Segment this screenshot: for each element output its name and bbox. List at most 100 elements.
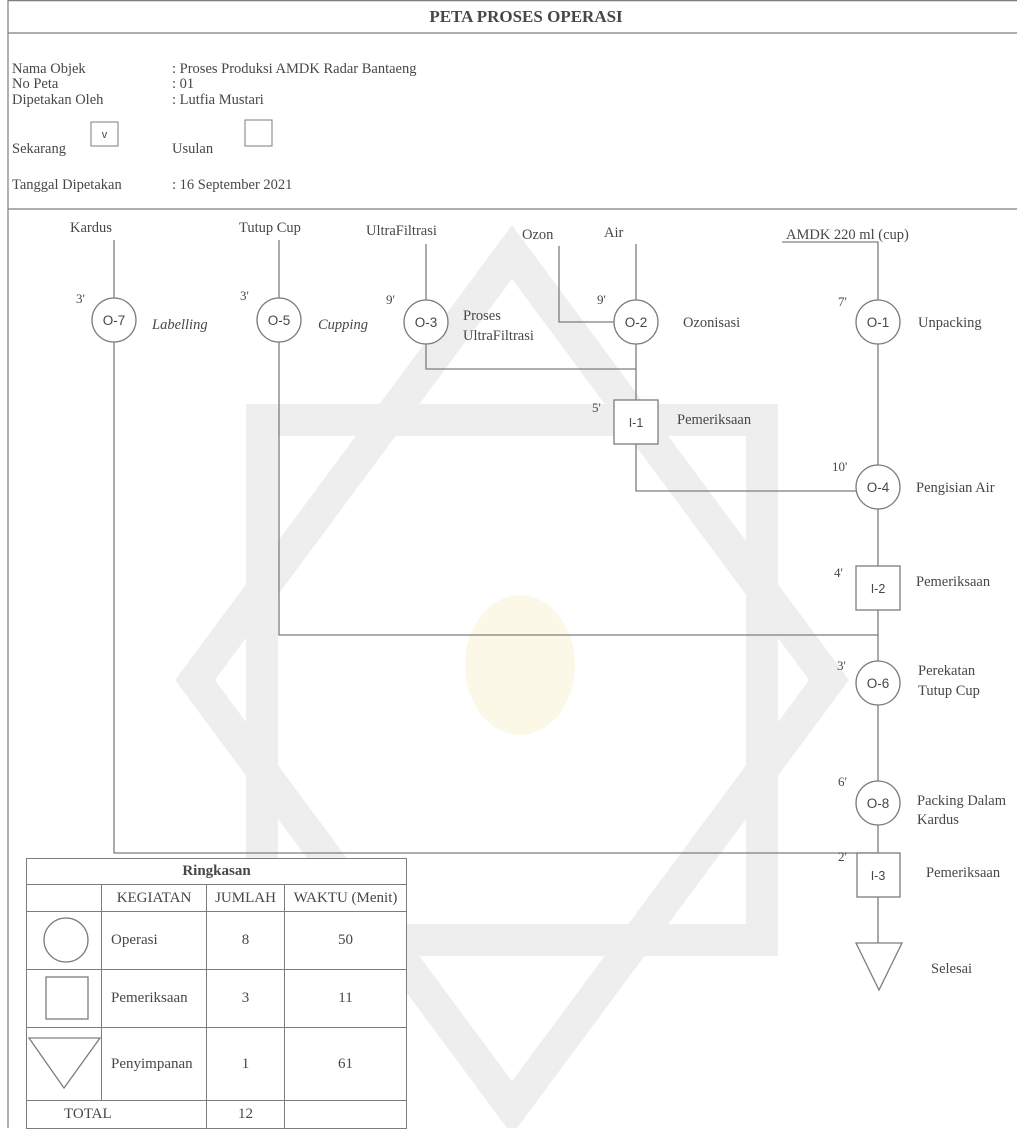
nama-objek-label: Nama Objek [12, 61, 86, 77]
node-code: O-3 [415, 315, 438, 330]
page-title: PETA PROSES OPERASI [429, 7, 623, 26]
summary-header-jumlah: JUMLAH [207, 885, 285, 912]
no-peta-label: No Peta [12, 76, 59, 92]
node-time: 3' [837, 658, 846, 673]
end-label: Selesai [931, 961, 972, 977]
node-label-line-2: Tutup Cup [918, 683, 980, 699]
summary-header-row: KEGIATAN JUMLAH WAKTU (Menit) [27, 885, 407, 912]
node-time: 9' [597, 292, 606, 307]
dipetakan-oleh-label: Dipetakan Oleh [12, 92, 104, 108]
node-i2: I-2 4' Pemeriksaan [834, 565, 991, 610]
summary-title: Ringkasan [27, 859, 407, 885]
summary-row: Penyimpanan 1 61 [27, 1028, 407, 1101]
node-label-line-1: Proses [463, 308, 501, 324]
circle-icon-shape [44, 918, 88, 962]
node-code: I-1 [629, 416, 644, 430]
node-label-line-1: Perekatan [918, 663, 976, 679]
node-time: 9' [386, 292, 395, 307]
summary-jumlah: 3 [207, 970, 285, 1028]
tanggal-dipetakan-value: : 16 September 2021 [172, 177, 292, 193]
dipetakan-oleh-value: : Lutfia Mustari [172, 92, 264, 108]
node-code: I-2 [871, 582, 886, 596]
input-labels: Kardus Tutup Cup UltraFiltrasi Ozon Air … [70, 220, 909, 243]
node-label: Ozonisasi [683, 315, 740, 331]
summary-symbol-cell [27, 1028, 102, 1101]
node-o1: O-1 7' Unpacking [838, 294, 982, 344]
node-code: O-2 [625, 315, 648, 330]
node-time: 4' [834, 565, 843, 580]
node-time: 3' [76, 291, 85, 306]
triangle-icon [27, 1028, 102, 1100]
node-code: O-1 [867, 315, 890, 330]
chart-info: Nama Objek : Proses Produksi AMDK Radar … [12, 61, 416, 193]
node-i3: I-3 2' Pemeriksaan [838, 849, 1001, 897]
summary-symbol-cell [27, 970, 102, 1028]
node-label: Cupping [318, 317, 368, 333]
square-icon-shape [46, 977, 88, 1019]
watermark-emblem [465, 595, 575, 735]
summary-row: Operasi 8 50 [27, 912, 407, 970]
triangle-icon-shape [29, 1038, 100, 1088]
tanggal-dipetakan-label: Tanggal Dipetakan [12, 177, 122, 193]
node-code: O-8 [867, 796, 890, 811]
node-end: Selesai [856, 943, 972, 990]
input-ultrafiltrasi: UltraFiltrasi [366, 223, 437, 239]
input-amdk: AMDK 220 ml (cup) [786, 227, 909, 243]
node-o8: O-8 6' Packing Dalam Kardus [838, 774, 1007, 828]
node-time: 10' [832, 459, 847, 474]
summary-total-jumlah: 12 [207, 1101, 285, 1129]
usulan-checkbox [245, 120, 272, 146]
node-code: I-3 [871, 869, 886, 883]
node-label-line-2: UltraFiltrasi [463, 328, 534, 344]
input-kardus: Kardus [70, 220, 112, 236]
summary-kegiatan: Penyimpanan [102, 1028, 207, 1101]
sekarang-label: Sekarang [12, 141, 66, 157]
no-peta-value: : 01 [172, 76, 194, 92]
summary-jumlah: 8 [207, 912, 285, 970]
summary-waktu: 11 [285, 970, 407, 1028]
node-o4: O-4 10' Pengisian Air [832, 459, 995, 509]
node-label: Pemeriksaan [926, 865, 1001, 881]
input-ozon: Ozon [522, 227, 554, 243]
summary-header-symbol [27, 885, 102, 912]
node-time: 7' [838, 294, 847, 309]
node-code: O-5 [268, 313, 291, 328]
summary-kegiatan: Operasi [102, 912, 207, 970]
summary-row: Pemeriksaan 3 11 [27, 970, 407, 1028]
input-tutup-cup: Tutup Cup [239, 220, 301, 236]
summary-total-waktu [285, 1101, 407, 1129]
nama-objek-value: : Proses Produksi AMDK Radar Bantaeng [172, 61, 416, 77]
circle-icon [27, 912, 102, 969]
node-label: Unpacking [918, 315, 982, 331]
node-time: 3' [240, 288, 249, 303]
summary-symbol-cell [27, 912, 102, 970]
summary-waktu: 50 [285, 912, 407, 970]
summary-jumlah: 1 [207, 1028, 285, 1101]
sekarang-check-mark: v [102, 129, 108, 141]
node-code: O-6 [867, 676, 890, 691]
summary-header-kegiatan: KEGIATAN [102, 885, 207, 912]
node-label-line-2: Kardus [917, 812, 959, 828]
node-code: O-7 [103, 313, 126, 328]
node-time: 5' [592, 400, 601, 415]
node-time: 2' [838, 849, 847, 864]
node-label: Pemeriksaan [916, 574, 991, 590]
summary-table: Ringkasan KEGIATAN JUMLAH WAKTU (Menit) … [26, 858, 407, 1129]
node-o7: O-7 3' Labelling [76, 291, 208, 342]
amdk-flow-line [782, 242, 878, 300]
storage-triangle [856, 943, 902, 990]
node-o2: O-2 9' Ozonisasi [597, 292, 740, 344]
node-label: Labelling [151, 317, 208, 333]
node-o6: O-6 3' Perekatan Tutup Cup [837, 658, 980, 705]
input-air: Air [604, 225, 624, 241]
node-label: Pemeriksaan [677, 412, 752, 428]
node-time: 6' [838, 774, 847, 789]
summary-total-row: TOTAL 12 [27, 1101, 407, 1129]
summary-kegiatan: Pemeriksaan [102, 970, 207, 1028]
summary-waktu: 61 [285, 1028, 407, 1101]
node-label: Pengisian Air [916, 480, 995, 496]
usulan-label: Usulan [172, 141, 214, 157]
summary-total-label: TOTAL [27, 1101, 207, 1129]
node-code: O-4 [867, 480, 890, 495]
summary-title-row: Ringkasan [27, 859, 407, 885]
